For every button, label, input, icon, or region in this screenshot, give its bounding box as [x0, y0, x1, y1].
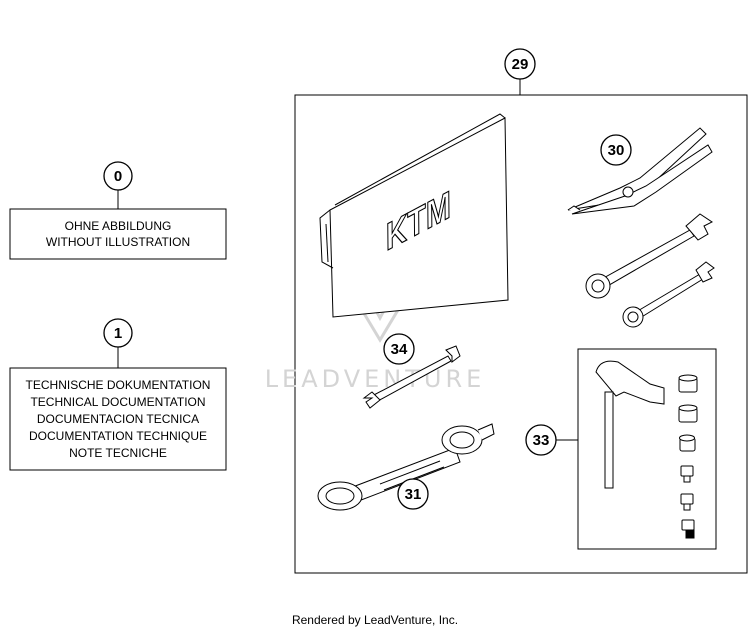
tech-doc-line-3: DOCUMENTACION TECNICA — [37, 412, 199, 426]
callout-31[interactable]: 31 — [397, 478, 429, 510]
callout-0[interactable]: 0 — [103, 161, 133, 191]
pliers-icon — [567, 127, 713, 215]
combination-wrench-small-icon — [622, 261, 715, 328]
t-handle-hex-key-icon — [595, 360, 665, 489]
callout-29-number: 29 — [512, 56, 529, 73]
without-illustration-line-2: WITHOUT ILLUSTRATION — [46, 235, 190, 249]
callout-34-number: 34 — [391, 341, 408, 358]
footer-credit: Rendered by LeadVenture, Inc. — [291, 613, 459, 627]
callout-1[interactable]: 1 — [103, 318, 133, 348]
bit-3 — [681, 519, 695, 539]
watermark-text: LEADVENTURE — [265, 365, 486, 393]
open-end-wrench-icon — [362, 345, 461, 409]
callout-30-number: 30 — [608, 142, 625, 159]
tech-doc-line-5: NOTE TECNICHE — [69, 446, 167, 460]
tech-doc-line-2: TECHNICAL DOCUMENTATION — [30, 395, 205, 409]
tech-doc-line-4: DOCUMENTATION TECHNIQUE — [29, 429, 207, 443]
bit-sockets-icon — [678, 374, 698, 539]
callout-0-number: 0 — [114, 168, 122, 185]
callout-34[interactable]: 34 — [383, 333, 415, 365]
tech-doc-line-1: TECHNISCHE DOKUMENTATION — [26, 378, 211, 392]
tool-kit-frame — [294, 94, 748, 574]
socket-1 — [678, 374, 698, 393]
bit-1 — [680, 465, 694, 483]
callout-31-number: 31 — [405, 486, 422, 503]
callout-1-number: 1 — [114, 325, 122, 342]
callout-29[interactable]: 29 — [504, 48, 536, 80]
technical-documentation-box: TECHNISCHE DOKUMENTATION TECHNICAL DOCUM… — [9, 367, 227, 471]
without-illustration-line-1: OHNE ABBILDUNG — [65, 219, 172, 233]
bit-2 — [680, 493, 694, 511]
tool-bag-icon — [319, 113, 509, 318]
callout-33-number: 33 — [533, 432, 550, 449]
leadventure-watermark: LEADVENTURE — [265, 289, 486, 393]
hex-key-set-frame — [577, 348, 717, 550]
socket-2 — [678, 404, 698, 423]
callout-30[interactable]: 30 — [600, 134, 632, 166]
socket-3 — [679, 434, 696, 452]
combination-wrench-large-icon — [585, 213, 713, 299]
without-illustration-box: OHNE ABBILDUNG WITHOUT ILLUSTRATION — [9, 208, 227, 260]
ring-spanner-icon — [317, 423, 495, 511]
callout-33[interactable]: 33 — [525, 424, 557, 456]
